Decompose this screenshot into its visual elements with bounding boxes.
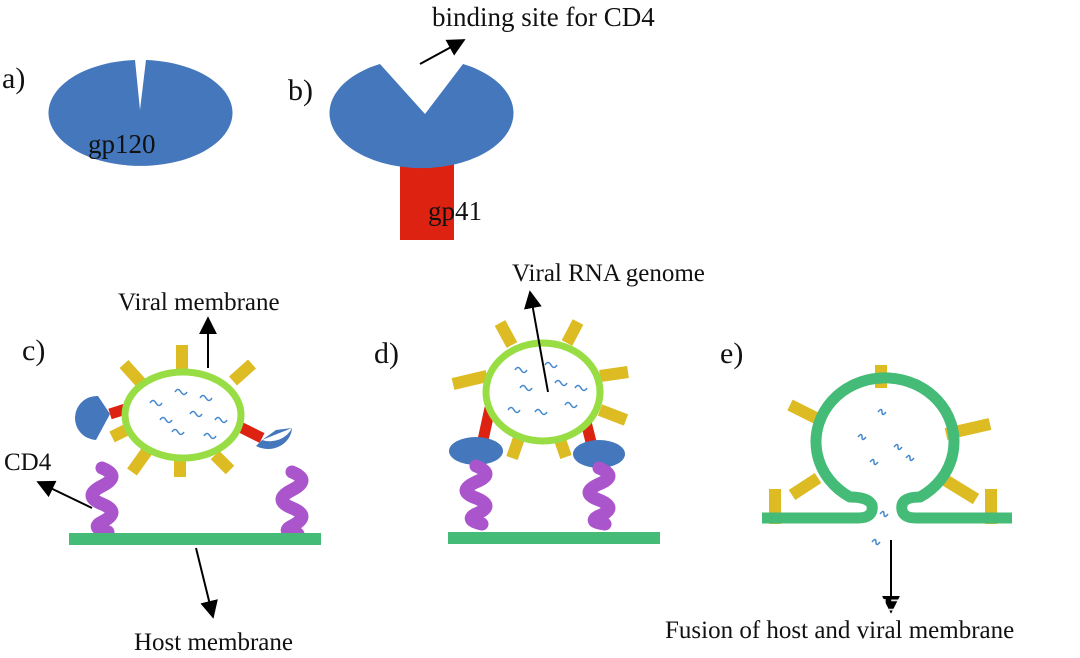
panel-e-letter: e) [720,337,743,370]
gp120-head-c-right [256,428,292,449]
gp120-label: gp120 [88,129,156,159]
host-membrane-arrow [195,547,218,619]
viral-envelope-c [121,368,245,462]
binding-site-arrow [419,39,466,65]
watermark: 知乎 @留胡子的豆腐 [760,596,984,624]
panel-c-letter: c) [22,334,45,367]
gp120-head-d-left [449,437,503,465]
cd4-label: CD4 [4,449,52,476]
cd4-arrow [36,480,93,509]
panel-a: a) gp120 [2,60,233,166]
viral-envelope-d [482,339,604,445]
fused-membrane-e [762,372,1012,524]
gp41-stem [400,160,454,240]
fusion-label: Fusion of host and viral membrane [665,617,1014,644]
host-membrane-label: Host membrane [134,629,293,656]
gp120-head-d-right [573,440,625,468]
panel-c: c) Viral membrane [4,289,321,656]
cd4-receptors-c [85,461,309,541]
host-membrane-c [69,533,321,545]
gp41-label: gp41 [428,196,482,226]
gp120-shape [48,60,233,166]
rna-squiggles-e [857,408,915,546]
panel-b-letter: b) [288,74,313,107]
panel-a-letter: a) [2,62,25,95]
panel-d-letter: d) [374,337,399,370]
panel-e: e) 知乎 @留胡子的豆腐 Fusion of host and viral m… [665,337,1014,644]
gp120-open-shape [329,64,514,169]
panel-d: d) Viral RNA genome [374,260,705,544]
panel-b: b) gp41 binding site for CD4 [288,2,655,240]
binding-site-label: binding site for CD4 [432,2,655,32]
rna-genome-arrow [524,290,549,393]
rna-squiggles-d [507,361,588,416]
rna-squiggles-c [149,388,228,440]
viral-membrane-label: Viral membrane [118,289,280,316]
host-membrane-d [448,532,660,544]
gp120-head-c-left [74,395,110,440]
cd4-receptors-d [459,459,616,531]
rna-genome-label: Viral RNA genome [512,260,705,287]
